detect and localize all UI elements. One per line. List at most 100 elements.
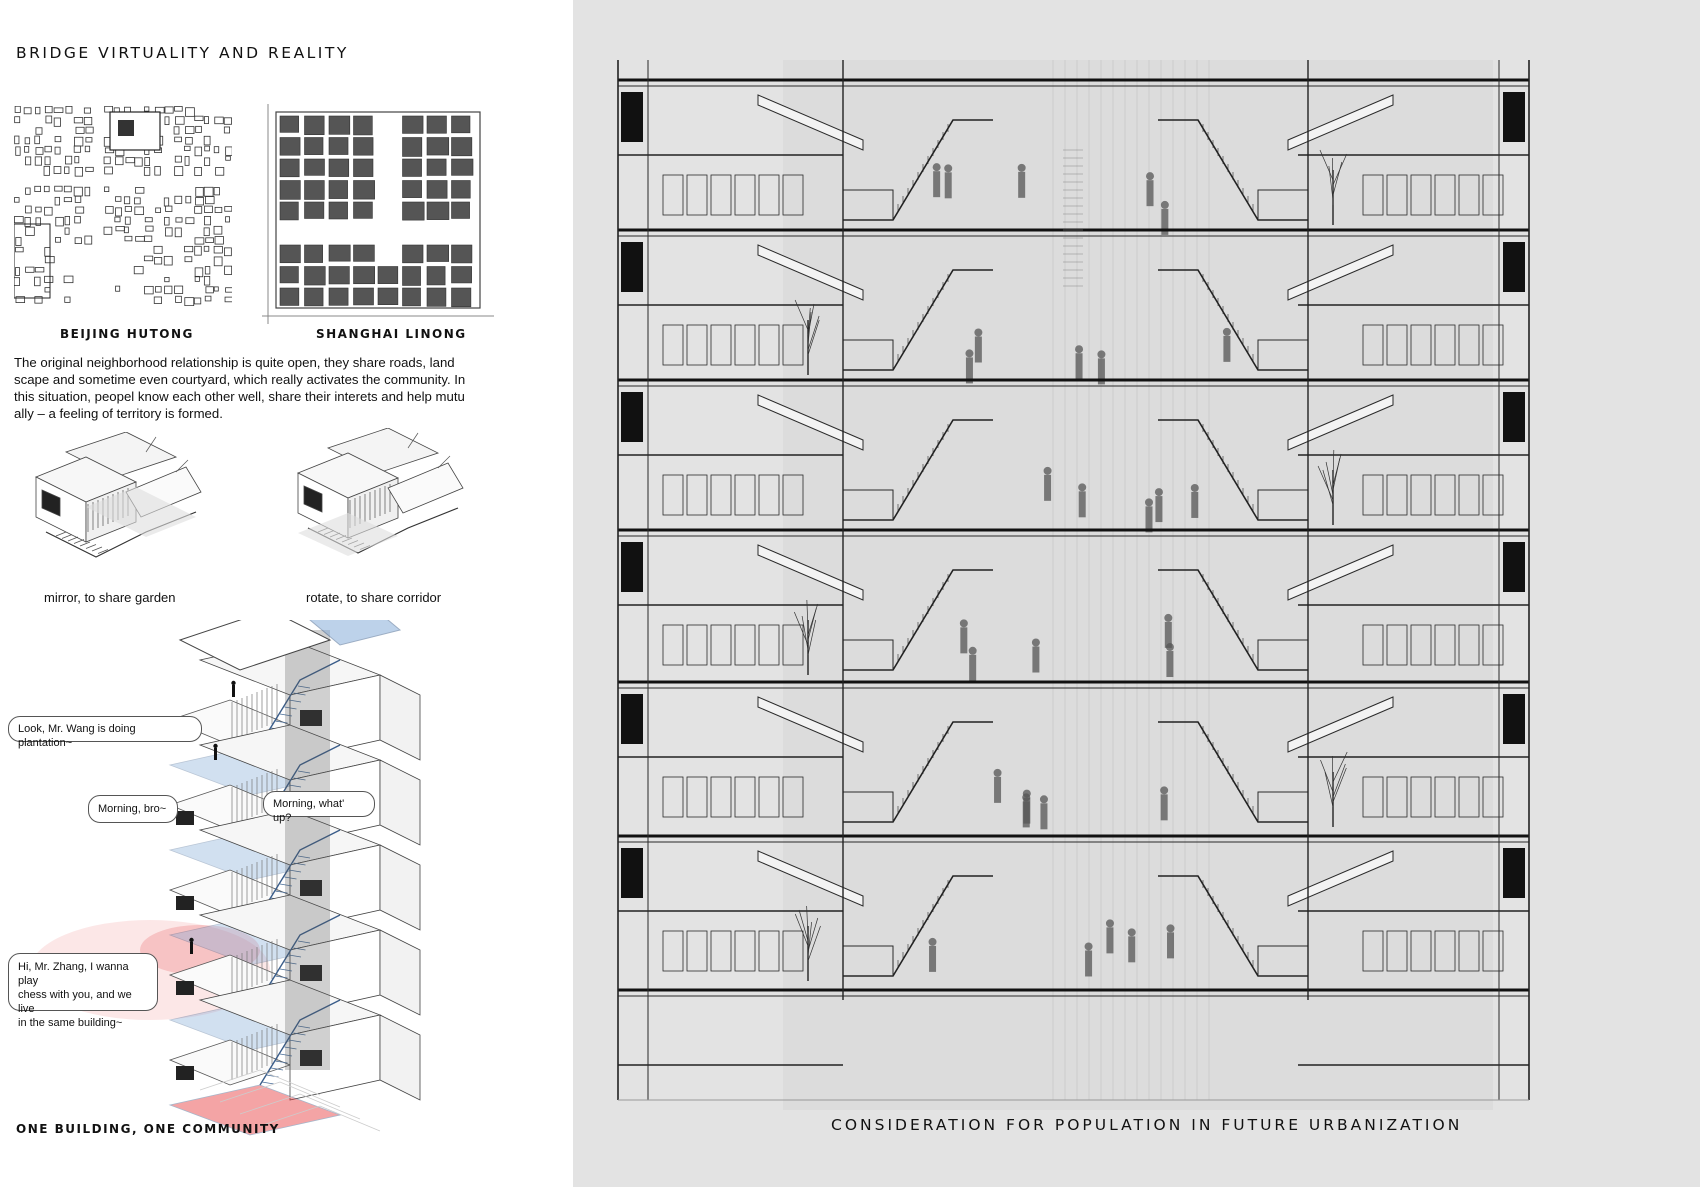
hutong-building (34, 135, 40, 145)
window (300, 1050, 322, 1066)
community-building-axonometric (30, 620, 421, 1136)
hutong-building (115, 196, 122, 202)
cabinet (1482, 930, 1504, 972)
hutong-building (75, 126, 85, 134)
linong-row-house (451, 201, 470, 219)
hutong-building (225, 155, 231, 161)
tree-branch (1319, 149, 1334, 181)
hutong-building (44, 156, 51, 166)
hutong-building (44, 287, 51, 293)
speech-bubble-whatsup: Morning, what' up? (263, 791, 375, 824)
hutong-building (115, 207, 122, 217)
linong-row-house (328, 137, 349, 155)
cabinet (1482, 474, 1504, 516)
stair-step (293, 862, 306, 866)
linong-row-house (402, 137, 423, 157)
hutong-building (195, 187, 204, 197)
floor-level (168, 724, 421, 881)
hutong-building (175, 295, 182, 303)
speech-bubble-wang: Look, Mr. Wang is doing plantation~ (8, 716, 202, 749)
stair-step (55, 531, 67, 537)
linong-row-house (402, 115, 424, 134)
cabinet (1386, 324, 1408, 366)
hutong-building (63, 275, 74, 284)
person-silhouette (1106, 927, 1114, 954)
cabinet (710, 324, 732, 366)
wall-face (379, 674, 421, 761)
hutong-building (15, 237, 22, 246)
cabinet (1482, 174, 1504, 216)
hutong-building (134, 197, 141, 205)
cabinet (710, 474, 732, 516)
hutong-building (213, 245, 223, 254)
hutong-building (213, 256, 223, 267)
linong-row-house (353, 287, 374, 306)
person-silhouette (1223, 335, 1231, 362)
linong-row-house (402, 244, 424, 264)
cabinet (1362, 930, 1384, 972)
hutong-building (194, 146, 203, 157)
hutong-building (165, 227, 173, 237)
person-silhouette (1085, 950, 1093, 977)
reflection-line (219, 1081, 341, 1108)
hutong-building (35, 206, 42, 213)
person-figure (214, 748, 217, 760)
cabinet (1482, 324, 1504, 366)
cabinet (1458, 474, 1480, 516)
hutong-building (154, 166, 161, 176)
reflection-line (199, 1069, 321, 1096)
hutong-building (75, 206, 85, 214)
cabinet (1458, 624, 1480, 666)
cabinet (662, 324, 684, 366)
hutong-building (193, 297, 202, 305)
hutong-building (125, 157, 135, 164)
hutong-building (104, 106, 113, 113)
person-silhouette (1128, 936, 1136, 963)
hutong-building (34, 276, 41, 287)
hutong-building (194, 275, 200, 282)
louvered-roof (757, 94, 864, 151)
hutong-building (25, 187, 31, 195)
hutong-building (153, 245, 163, 254)
map-label-beijing: BEIJING HUTONG (60, 327, 194, 341)
tree-branch (1332, 763, 1346, 798)
hutong-building (194, 115, 204, 121)
stair-step (293, 692, 306, 696)
hutong-building (133, 266, 144, 275)
wall-face (379, 1014, 421, 1101)
cabinet (782, 930, 804, 972)
window-dark (1503, 848, 1525, 898)
cabinet (1362, 474, 1384, 516)
hutong-building (85, 126, 94, 134)
tree-branch (807, 607, 817, 641)
hutong-building (144, 157, 151, 166)
person-head (1075, 345, 1084, 354)
cabinet (686, 324, 708, 366)
person-silhouette (1022, 801, 1030, 828)
hutong-building (44, 206, 53, 216)
window-dark (1503, 542, 1525, 592)
hutong-building (174, 136, 182, 143)
linong-row-house (279, 287, 300, 306)
cabinet (1458, 776, 1480, 818)
stair-step (288, 1039, 302, 1043)
window (300, 880, 322, 896)
linong-row-house (426, 201, 450, 220)
hutong-building (204, 145, 210, 152)
louvered-roof (757, 394, 864, 451)
cabinet (758, 324, 780, 366)
hutong-building (173, 126, 180, 135)
linong-row-house (304, 244, 323, 263)
tree-branch (807, 311, 812, 346)
hutong-building (203, 275, 211, 286)
paragraph-line: The original neighborhood relationship i… (14, 355, 455, 370)
stair-step (288, 784, 302, 788)
hutong-building (175, 116, 185, 125)
cabinet (686, 930, 708, 972)
person-head (1031, 638, 1040, 647)
paragraph-line: this situation, peopel know each other w… (14, 389, 465, 404)
cabinet (734, 174, 756, 216)
person-silhouette (1161, 208, 1169, 235)
hutong-building (15, 146, 21, 156)
tree-branch (807, 917, 819, 952)
